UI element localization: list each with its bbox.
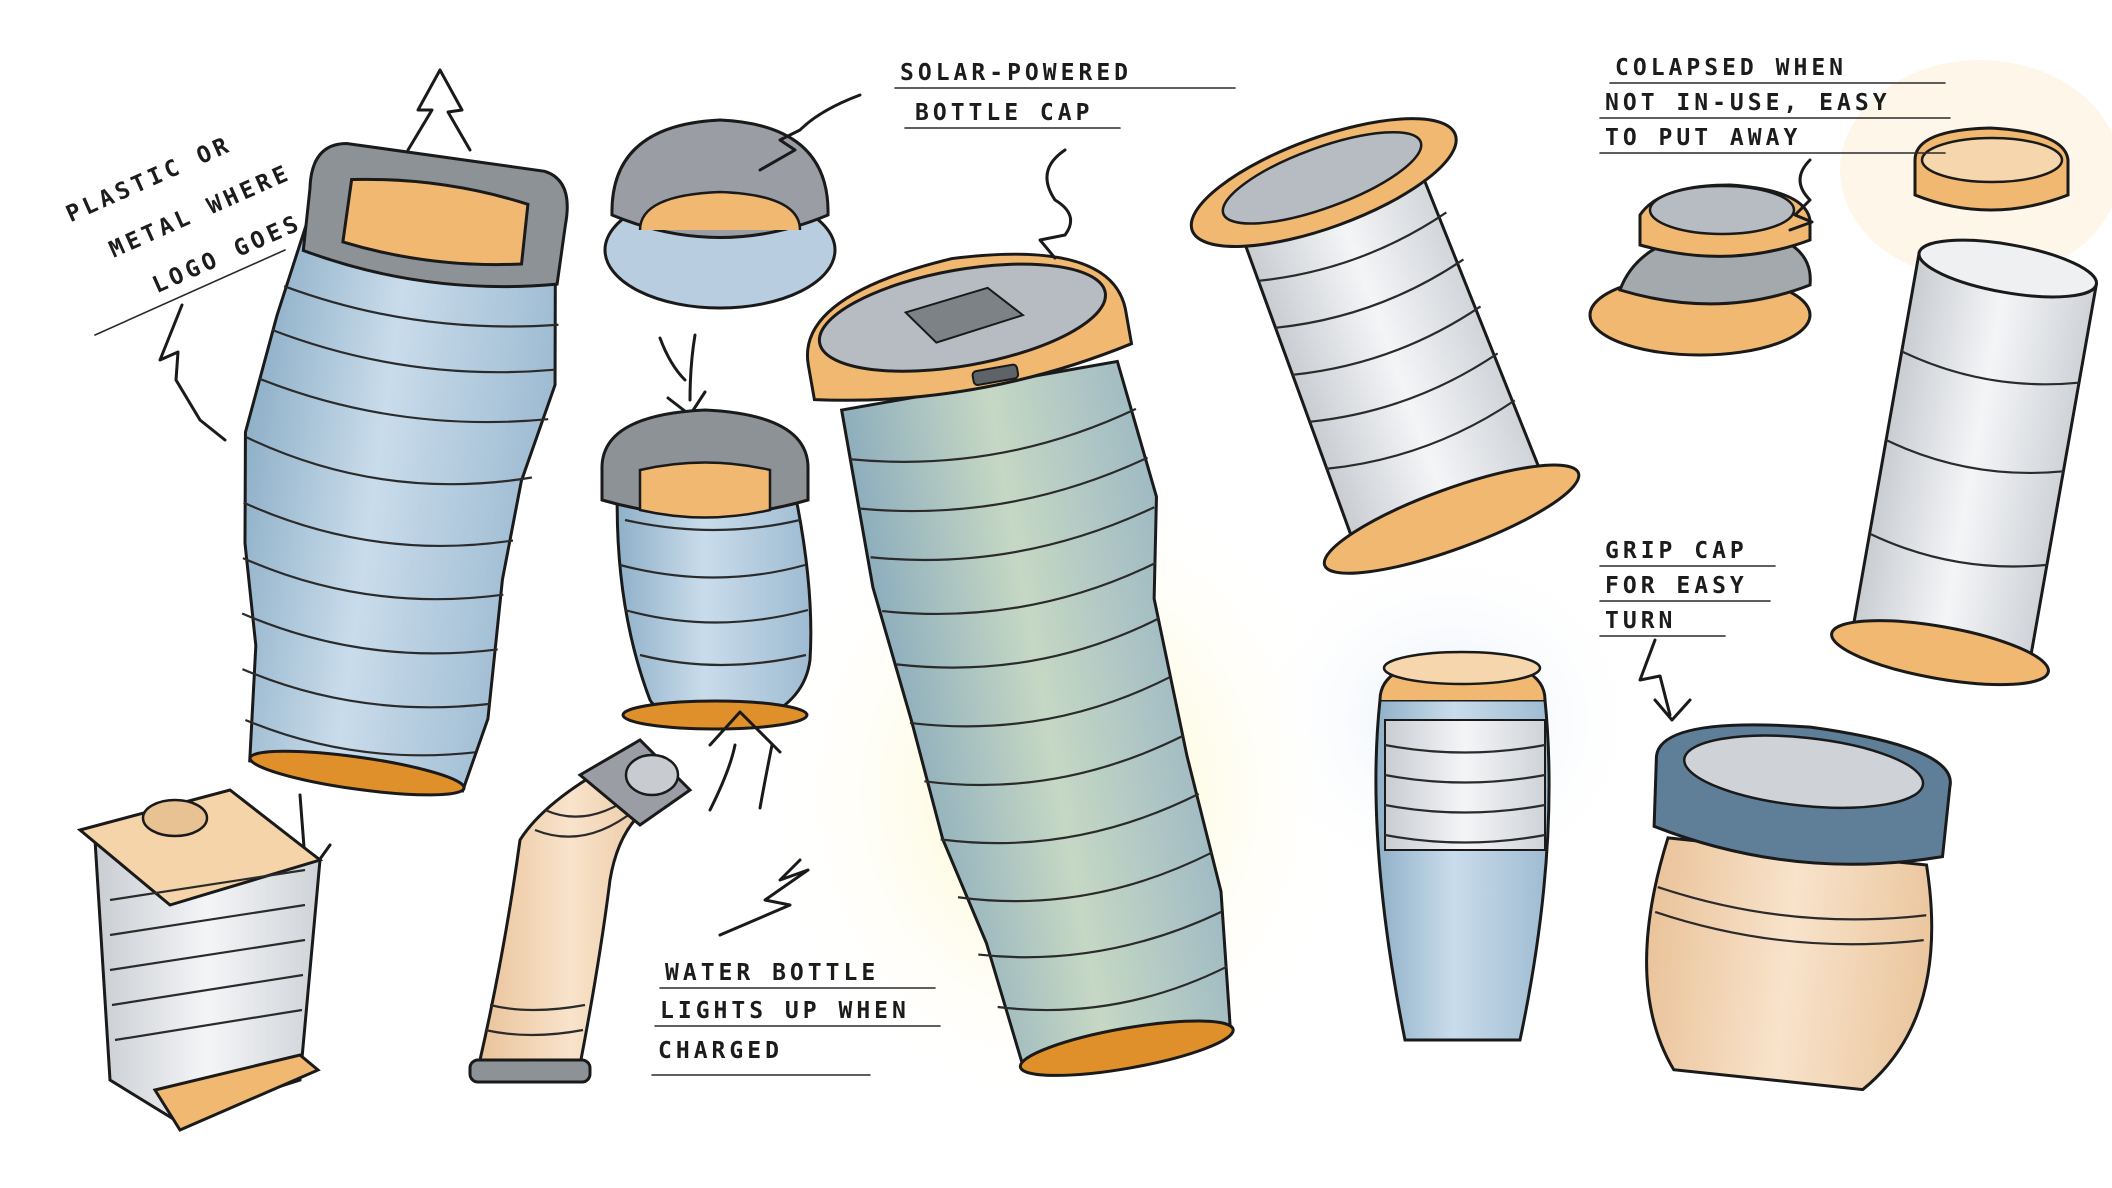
- annotation-collapsed: COLAPSED WHEN NOT IN-USE, EASY TO PUT AW…: [1599, 55, 1951, 154]
- bottle-ribs: [241, 285, 559, 757]
- double-arrow-up-icon: [708, 710, 782, 812]
- note-line: FOR EASY: [1605, 573, 1748, 599]
- note-line: BOTTLE CAP: [915, 100, 1093, 126]
- collapsed-disc: [1588, 183, 1812, 357]
- small-collapsed-bottle: [600, 408, 813, 731]
- note-line: LIGHTS UP WHEN: [660, 998, 910, 1024]
- note-line: TO PUT AWAY: [1605, 125, 1801, 151]
- note-line: GRIP CAP: [1605, 538, 1748, 564]
- note-line: SOLAR-POWERED: [900, 60, 1132, 86]
- solar-bottle-base: [1018, 1019, 1235, 1077]
- pointer-squiggle-icon: [158, 303, 227, 442]
- bent-peach-bottle: [468, 738, 693, 1084]
- cap-logo-plate: [341, 177, 530, 267]
- double-arrow-down-icon: [658, 333, 707, 417]
- annotation-lights-up: WATER BOTTLE LIGHTS UP WHEN CHARGED: [651, 960, 941, 1076]
- solar-bottle-main: [805, 252, 1235, 1077]
- annotation-grip-cap: GRIP CAP FOR EASY TURN: [1599, 538, 1776, 637]
- square-silver-bottle: [76, 788, 324, 1132]
- charge-indicator: [971, 363, 1020, 386]
- note-line: CHARGED: [658, 1038, 783, 1064]
- pointer-lightning-low-icon: [718, 858, 810, 937]
- tall-silver-bottle: [1830, 238, 2099, 687]
- solar-bottle-ribs: [850, 407, 1228, 1012]
- note-line: COLAPSED WHEN: [1615, 55, 1847, 81]
- grip-cap-lid: [1913, 126, 2070, 212]
- bottle-base-orange: [248, 749, 466, 797]
- underline: [94, 249, 286, 336]
- note-line: TURN: [1605, 608, 1676, 634]
- pointer-grip-icon: [1638, 638, 1692, 722]
- collapsed-silver-bottle: [1189, 117, 1581, 575]
- small-blue-jar: [1374, 650, 1551, 1042]
- annotation-solar-cap: SOLAR-POWERED BOTTLE CAP: [894, 60, 1236, 129]
- pointer-arrow-icon: [758, 93, 862, 172]
- note-line: NOT IN-USE, EASY: [1605, 90, 1891, 116]
- large-blue-bottle: [241, 141, 569, 797]
- annotation-plastic-metal-logo: PLASTIC OR METAL WHERE LOGO GOES: [62, 132, 306, 299]
- pointer-lightning-icon: [1038, 148, 1073, 260]
- pointer-squiggle-collapsed-icon: [1788, 158, 1814, 232]
- cap-on-blue-disc: [603, 118, 837, 310]
- grip-cap-bottle: [1645, 723, 1952, 1092]
- note-line: WATER BOTTLE: [665, 960, 879, 986]
- arrow-up-icon: [406, 68, 472, 152]
- solar-panel: [903, 286, 1026, 344]
